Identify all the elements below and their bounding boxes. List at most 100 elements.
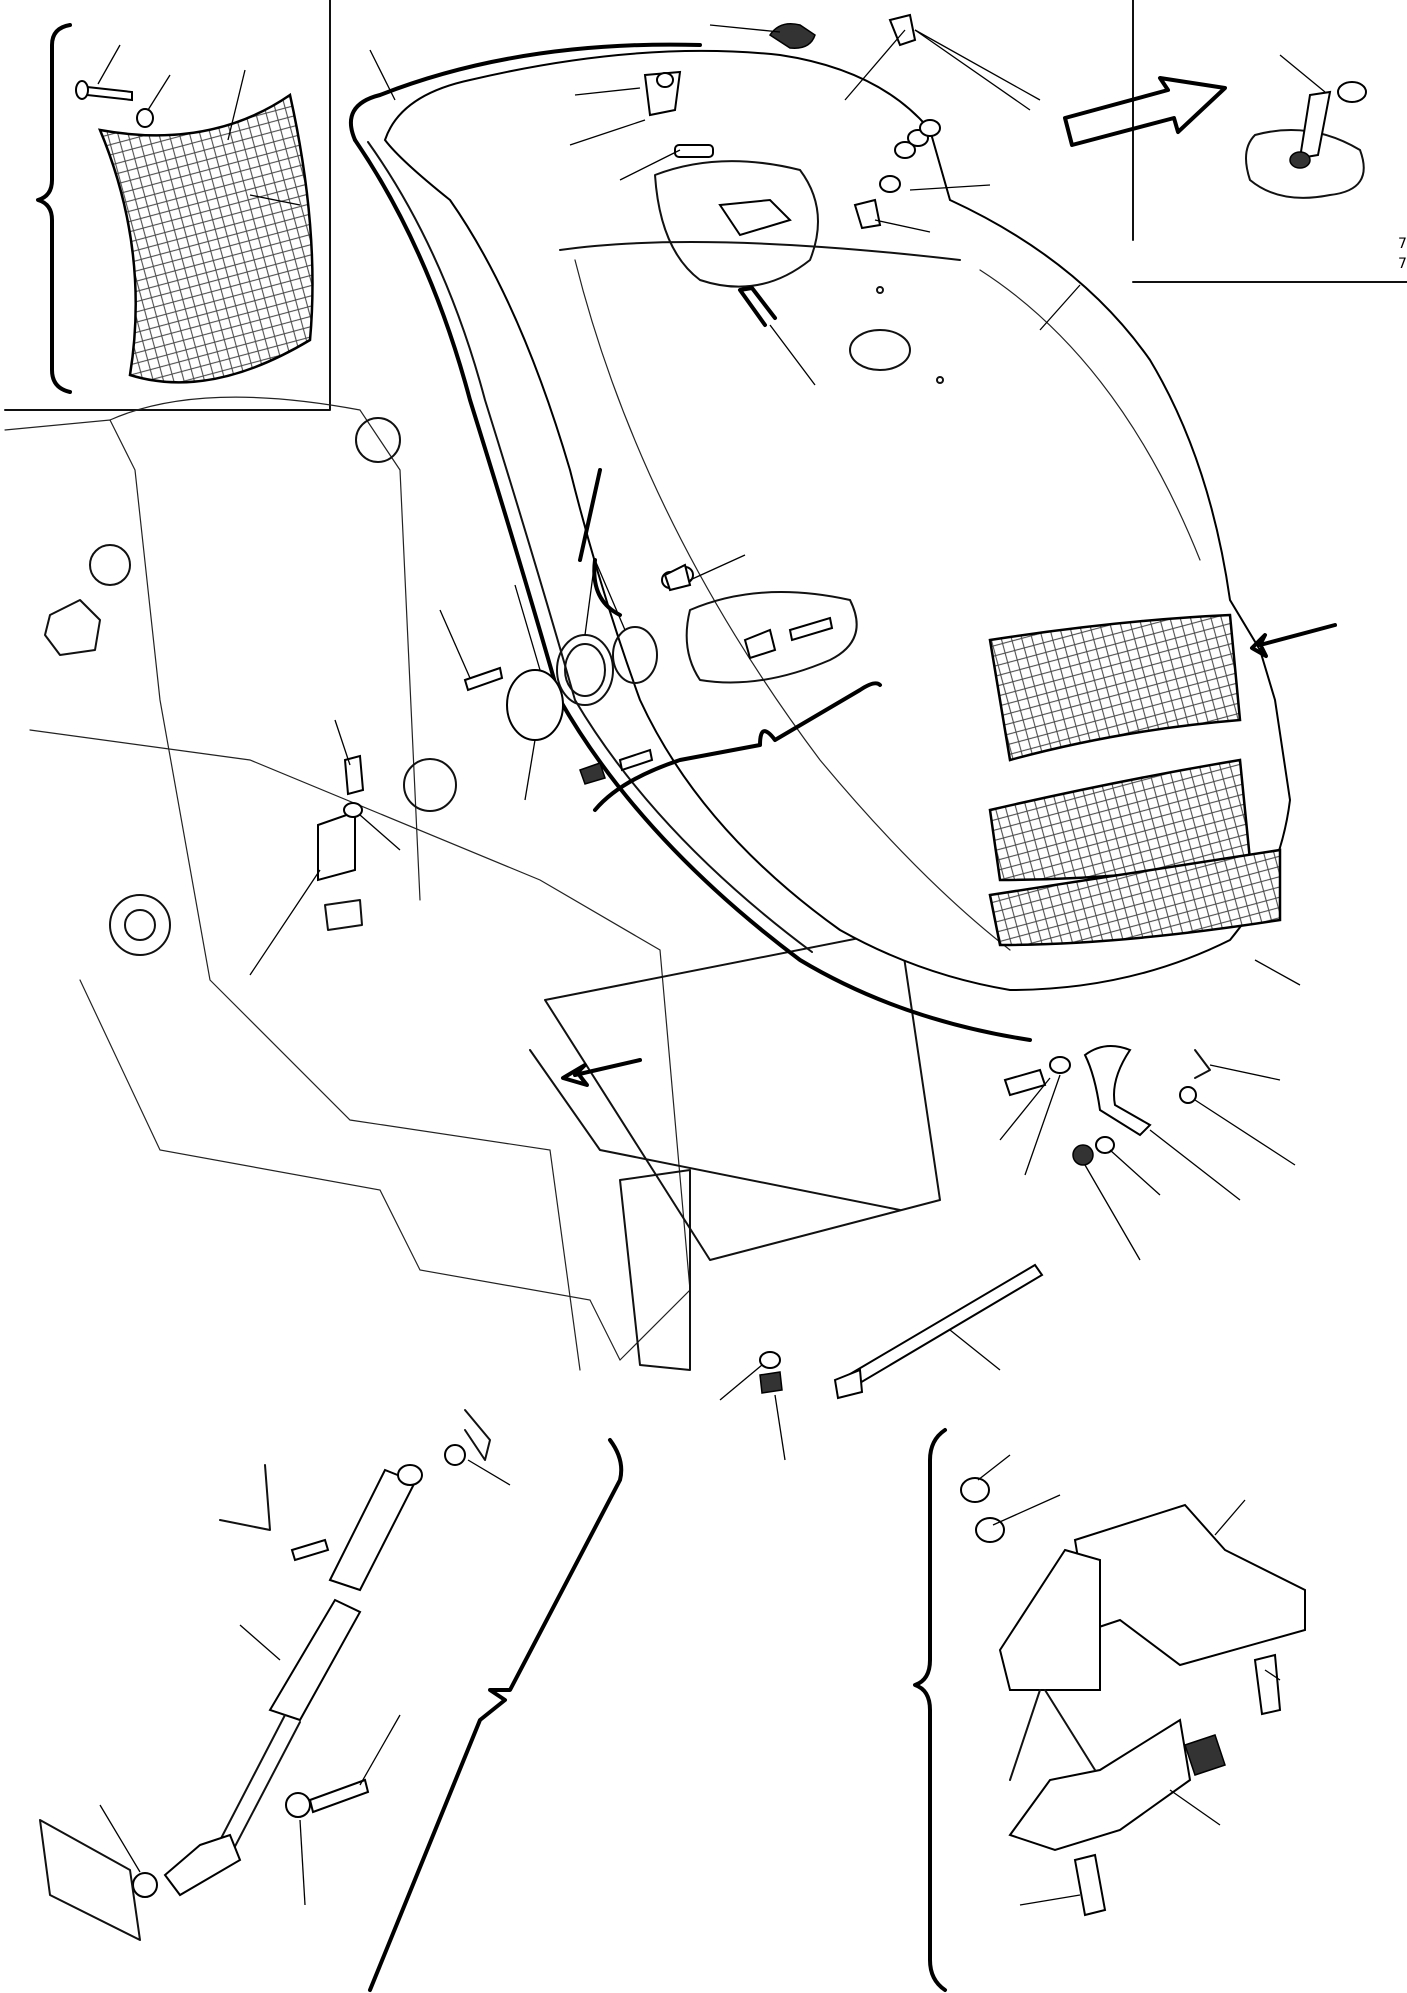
stay-washer bbox=[1179, 1086, 1197, 1104]
strut-cylinder-upper bbox=[328, 1468, 417, 1592]
stay-nut bbox=[1072, 1144, 1094, 1166]
strut-end-fitting bbox=[163, 1833, 242, 1897]
leader-line bbox=[99, 1804, 141, 1873]
hood-seal-inner bbox=[367, 141, 813, 953]
strut-nut-lower bbox=[132, 1872, 158, 1898]
hood-washer bbox=[879, 175, 901, 193]
stay-link bbox=[1083, 1045, 1152, 1137]
leader-line bbox=[1279, 54, 1326, 93]
hood-stud bbox=[888, 13, 917, 47]
leader-line bbox=[909, 184, 991, 191]
frame-boss-inner bbox=[124, 909, 156, 941]
hinge-plate-lower bbox=[1008, 1718, 1192, 1852]
frame-outline bbox=[4, 419, 581, 1371]
leader-line bbox=[1039, 284, 1081, 331]
leader-line bbox=[769, 324, 816, 386]
leader-line bbox=[359, 1714, 401, 1786]
hood-seal-top bbox=[349, 42, 702, 142]
hood-stay-group bbox=[833, 959, 1301, 1400]
grouping-bracket bbox=[593, 681, 882, 812]
grille-bolt-head bbox=[75, 80, 89, 100]
clamp-plate bbox=[324, 899, 363, 931]
strut-bolt bbox=[308, 1778, 370, 1814]
hood-hole bbox=[936, 376, 944, 384]
hood-side-line bbox=[574, 259, 1011, 951]
cover-latch-area bbox=[685, 591, 858, 684]
leader-line bbox=[239, 1624, 281, 1661]
clamp-group bbox=[249, 719, 401, 976]
frame-lower-edge bbox=[79, 979, 621, 1361]
leader-line bbox=[227, 69, 246, 141]
hinge-washer bbox=[975, 1517, 1005, 1543]
leader-line bbox=[299, 1819, 306, 1906]
hinge-arm bbox=[998, 1548, 1101, 1691]
cover-bolt bbox=[463, 666, 504, 692]
clamp-washer bbox=[343, 802, 363, 818]
leader-line bbox=[1194, 1099, 1296, 1166]
strut-washer-upper bbox=[444, 1444, 466, 1466]
strut-rod bbox=[214, 1714, 301, 1857]
leader-line bbox=[1209, 1064, 1281, 1081]
tray-arrow bbox=[561, 1058, 642, 1087]
strut-washer-lower bbox=[285, 1792, 311, 1818]
cover-gasket-inner bbox=[564, 643, 606, 697]
detail-gas-strut bbox=[39, 1409, 624, 1992]
cover-seal bbox=[612, 626, 658, 684]
leader-line bbox=[467, 1459, 511, 1486]
stay-clip bbox=[1194, 1049, 1211, 1079]
leader-line bbox=[569, 119, 646, 146]
frame-side-plate bbox=[619, 1169, 691, 1371]
clamp-screw bbox=[343, 754, 365, 796]
frame-flange bbox=[44, 599, 101, 656]
frame-boss bbox=[355, 417, 401, 463]
leader-line bbox=[594, 559, 626, 631]
leader-line bbox=[774, 1394, 786, 1461]
sheet-ref-b: 7 bbox=[1398, 256, 1407, 272]
hood-washer bbox=[919, 119, 941, 137]
grouping-brace bbox=[913, 1428, 947, 1992]
leader-line bbox=[359, 814, 401, 851]
cover-nut bbox=[663, 563, 692, 592]
leader-line bbox=[1084, 1164, 1141, 1261]
hood-grille-upper bbox=[988, 613, 1242, 762]
inset-frame-line bbox=[1132, 0, 1407, 283]
leader-line bbox=[249, 869, 321, 976]
rod-end bbox=[833, 1368, 864, 1400]
frame-boss bbox=[403, 758, 457, 812]
inset-front-grille bbox=[4, 0, 331, 411]
clamp-bracket bbox=[317, 810, 356, 882]
leader-line bbox=[914, 29, 1041, 101]
leader-line bbox=[514, 584, 541, 671]
leader-line bbox=[619, 149, 681, 181]
hinge-bolt-lower bbox=[1073, 1853, 1107, 1917]
leader-line bbox=[249, 194, 301, 206]
strut-cylinder-lower bbox=[268, 1598, 362, 1722]
direction-arrow bbox=[1063, 76, 1227, 147]
hood-nut bbox=[894, 141, 916, 159]
grille-mesh-panel bbox=[97, 92, 314, 384]
leader-line bbox=[147, 74, 171, 111]
grille-washer bbox=[136, 108, 154, 128]
latch-plate bbox=[718, 198, 792, 237]
cover-latch bbox=[743, 628, 777, 660]
strut-clip-upper bbox=[464, 1409, 491, 1461]
hood-edge-line bbox=[979, 269, 1201, 561]
leader-line bbox=[439, 609, 471, 679]
tray-edge bbox=[529, 1049, 901, 1211]
leader-line bbox=[992, 1494, 1061, 1526]
detail-hinge-bracket bbox=[913, 1428, 1306, 1992]
frame-bell bbox=[109, 396, 421, 901]
strut-mount-block bbox=[39, 1819, 141, 1941]
grouping-brace bbox=[368, 1438, 624, 1992]
leader-line bbox=[1024, 1074, 1061, 1176]
main-hood-assembly bbox=[4, 13, 1337, 1461]
leader-line bbox=[914, 29, 1031, 111]
stay-rod bbox=[838, 1263, 1044, 1392]
front-arrow bbox=[1250, 623, 1337, 658]
leader-line bbox=[1019, 1894, 1081, 1906]
stop-bolt bbox=[618, 748, 654, 772]
hood-grille-lower bbox=[988, 848, 1282, 947]
inset-hood-lock: 7 7 bbox=[1063, 0, 1407, 283]
stay-washer bbox=[1049, 1056, 1071, 1074]
engine-hood bbox=[383, 49, 1292, 992]
